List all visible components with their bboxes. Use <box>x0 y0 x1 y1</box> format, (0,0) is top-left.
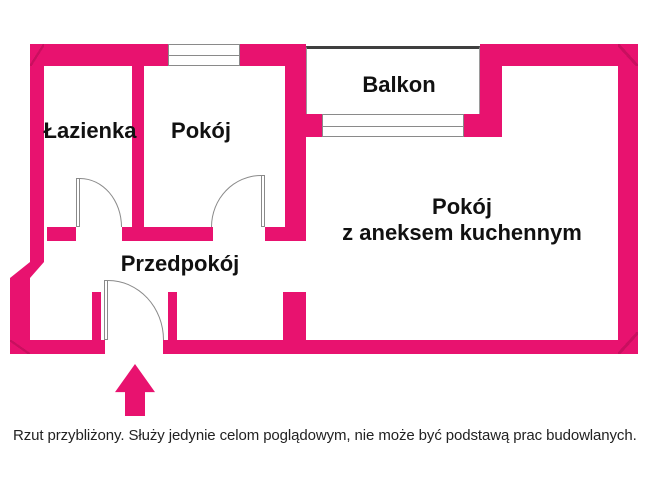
main-room-label-line2: z aneksem kuchennym <box>342 220 582 245</box>
wall-bathroom-divider <box>132 66 144 241</box>
entrance-door-arc <box>108 280 164 340</box>
wall-top-left-b <box>240 44 306 66</box>
wall-bottom-right <box>163 340 638 354</box>
wall-entry-stub-right <box>168 292 177 340</box>
small-room-door-arc <box>211 175 261 227</box>
window-small-room <box>168 44 240 66</box>
wall-hall-top-c <box>265 227 306 241</box>
wall-entry-stub-left <box>92 292 101 340</box>
main-room-label-line1: Pokój <box>432 194 492 219</box>
wall-left-stepped <box>10 44 44 354</box>
wall-balcony-right <box>480 44 502 137</box>
wall-top-right <box>502 44 638 66</box>
window-balcony-door <box>322 114 464 137</box>
bathroom-label: Łazienka <box>43 118 137 143</box>
wall-hall-top-a <box>47 227 76 241</box>
main-room-label: Pokój z aneksem kuchennym <box>342 194 582 246</box>
disclaimer-text: Rzut przybliżony. Służy jedynie celom po… <box>13 427 637 444</box>
entrance-arrow-icon <box>115 364 155 416</box>
bathroom-door-arc <box>80 178 122 227</box>
wall-bottom-left <box>10 340 105 354</box>
wall-right <box>618 44 638 354</box>
wall-top-left-a <box>30 44 168 66</box>
wall-balcony-right-stub <box>464 114 480 137</box>
hallway-label: Przedpokój <box>120 251 240 276</box>
wall-room-divider-lower <box>283 292 306 340</box>
wall-room-divider-upper <box>285 66 306 241</box>
balcony-outline <box>306 46 480 114</box>
wall-balcony-left-stub <box>306 114 322 137</box>
small-room-label: Pokój <box>171 118 231 143</box>
small-room-door-leaf <box>261 175 265 227</box>
balcony-label: Balkon <box>362 72 436 97</box>
wall-hall-top-b <box>122 227 213 241</box>
